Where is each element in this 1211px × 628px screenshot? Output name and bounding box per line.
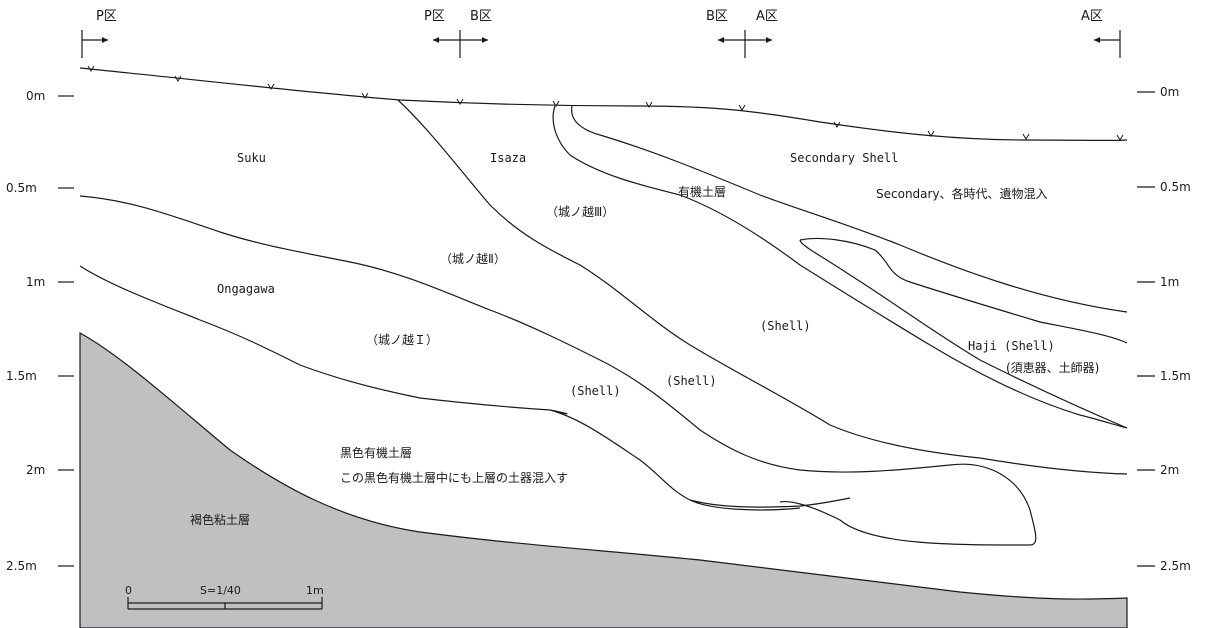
scale-bar-one-m: 1m	[306, 584, 324, 597]
layer-label-isaza: Isaza	[490, 151, 526, 165]
depth-label: 2m	[1160, 463, 1179, 477]
depth-label: 1.5m	[6, 369, 37, 383]
ground-surface-line	[79, 67, 1128, 142]
layer-label-shell: (Shell)	[666, 374, 717, 388]
depth-scale-right: 0m 0.5m 1m 1.5m 2m 2.5m	[1137, 85, 1191, 573]
depth-label: 0.5m	[1160, 180, 1191, 194]
depth-label: 2.5m	[6, 559, 37, 573]
layer-label-jonokoshi-3: （城ノ越Ⅲ）	[546, 205, 614, 219]
layer-label-black-note: この黒色有機土層中にも上層の土器混入す	[340, 470, 568, 485]
scale-bar-zero: 0	[125, 584, 132, 597]
section-markers: P区 P区 B区 B区 A区 A区	[81, 9, 1121, 58]
layer-label-sue-haji: (須恵器、土師器)	[1006, 361, 1099, 375]
boundary-suku-ongagawa	[79, 195, 1037, 546]
section-marker-a-right: A区	[1081, 9, 1121, 58]
depth-label: 2m	[26, 463, 45, 477]
depth-label: 1m	[1160, 275, 1179, 289]
layer-label-shell: (Shell)	[570, 384, 621, 398]
boundary-secondary-lower	[571, 105, 1128, 313]
depth-label: 1.5m	[1160, 369, 1191, 383]
scale-bar-ratio: S=1/40	[200, 584, 241, 597]
boundary-secondary-inner	[799, 237, 1128, 344]
depth-label: 0m	[26, 89, 45, 103]
layer-label-black: 黒色有機土層	[340, 445, 412, 460]
surface-ticks	[87, 65, 1124, 141]
layer-label-haji-shell: Haji (Shell)	[968, 339, 1055, 353]
depth-label: 2.5m	[1160, 559, 1191, 573]
scale-bar: 0 S=1/40 1m	[125, 584, 324, 610]
section-marker-p-left: P区	[81, 9, 117, 58]
marker-label: B区	[470, 9, 492, 24]
depth-label: 1m	[26, 275, 45, 289]
layer-label-secondary-shell: Secondary Shell	[790, 151, 898, 165]
depth-label: 0m	[1160, 85, 1179, 99]
marker-label: P区	[96, 9, 117, 24]
layer-labels: Suku Isaza Secondary Shell 有機土層 Secondar…	[190, 151, 1099, 527]
depth-scale-left: 0m 0.5m 1m 1.5m 2m 2.5m	[6, 89, 74, 573]
depth-label: 0.5m	[6, 181, 37, 195]
layer-label-jonokoshi-2: （城ノ越Ⅱ）	[440, 252, 506, 266]
marker-label: P区	[424, 9, 445, 24]
marker-label: A区	[756, 9, 778, 24]
layer-label-ongagawa: Ongagawa	[217, 282, 275, 296]
layer-label-shell: (Shell)	[760, 319, 811, 333]
layer-label-secondary-mixed: Secondary、各時代、遺物混入	[876, 186, 1048, 201]
marker-label: A区	[1081, 9, 1103, 24]
layer-label-brown-clay: 褐色粘土層	[190, 512, 250, 527]
section-marker-p-b: P区 B区	[424, 9, 492, 58]
boundary-ongagawa-black	[79, 265, 851, 511]
marker-label: B区	[706, 9, 728, 24]
layer-label-jonokoshi-1: （城ノ越Ｉ）	[366, 333, 438, 347]
section-marker-b-a: B区 A区	[706, 9, 778, 58]
brown-clay-area	[79, 331, 1128, 628]
layer-label-suku: Suku	[237, 151, 266, 165]
boundary-isaza-organic	[552, 105, 1128, 429]
boundary-suku-isaza	[397, 99, 1128, 475]
layer-label-organic: 有機土層	[678, 184, 726, 199]
boundary-haji-lens	[799, 239, 1128, 429]
